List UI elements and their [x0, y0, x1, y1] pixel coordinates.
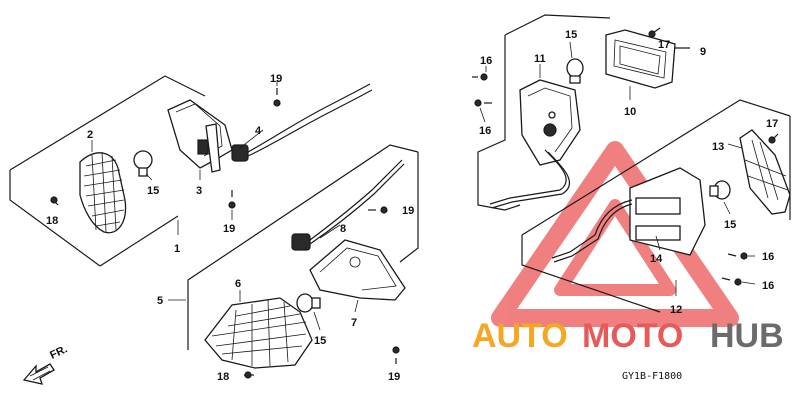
callout-12: 12 — [670, 304, 682, 316]
screw-16-a — [472, 73, 488, 81]
housing-7 — [309, 239, 406, 301]
callout-15-a: 15 — [147, 185, 159, 197]
watermark-word-hub: HUB — [710, 317, 784, 355]
screw-19-d — [392, 346, 400, 364]
callout-16-a: 16 — [480, 55, 492, 67]
frame-9 — [605, 29, 676, 89]
screw-19-b — [228, 190, 236, 209]
callout-1: 1 — [174, 243, 180, 255]
callout-17-b: 17 — [766, 118, 778, 130]
screw-19-c — [368, 206, 388, 214]
callout-8: 8 — [340, 223, 346, 235]
lens-6 — [204, 297, 313, 369]
lens-13 — [739, 129, 791, 215]
housing-3 — [167, 99, 233, 173]
callout-18-b: 18 — [217, 371, 229, 383]
callout-16-c: 16 — [762, 251, 774, 263]
callout-5: 5 — [157, 295, 163, 307]
callout-19-b: 19 — [223, 223, 235, 235]
callout-16-b: 16 — [479, 125, 491, 137]
callout-14: 14 — [650, 253, 663, 265]
callout-15-b: 15 — [314, 335, 326, 347]
screw-17-a — [648, 27, 661, 38]
bulb-15-upper — [133, 150, 153, 177]
screw-18-a — [50, 196, 59, 206]
group-rear-light-upper — [472, 14, 690, 211]
screw-19-a — [273, 88, 281, 107]
callout-18-a: 18 — [46, 215, 58, 227]
callout-15-d: 15 — [724, 219, 736, 231]
watermark-word-auto: AUTO — [472, 317, 568, 355]
screw-16-c — [727, 252, 748, 260]
direction-arrow — [22, 363, 55, 385]
callout-7: 7 — [351, 317, 357, 329]
watermark-text: AUTO MOTO HUB — [472, 317, 784, 355]
socket-wire-8 — [291, 159, 405, 251]
callout-19-d: 19 — [388, 371, 400, 383]
callout-2: 2 — [87, 129, 93, 141]
diagram-code: GY1B-F1800 — [622, 371, 682, 382]
housing-11 — [519, 79, 581, 166]
socket-wire-4 — [231, 83, 373, 162]
callout-10: 10 — [624, 106, 636, 118]
callout-labels: 1 2 3 4 5 6 7 8 9 10 11 12 13 14 15 15 1… — [46, 29, 778, 383]
callout-4: 4 — [255, 125, 262, 137]
callout-11: 11 — [534, 53, 546, 65]
group-front-turn-signal-lower — [168, 144, 419, 379]
group-rear-light-lower — [521, 99, 791, 313]
callout-3: 3 — [196, 185, 202, 197]
callout-16-d: 16 — [762, 280, 774, 292]
bulb-15-rear-a — [566, 58, 584, 84]
group-front-turn-signal-upper — [9, 75, 373, 267]
callout-19-c: 19 — [402, 205, 414, 217]
reflector-14 — [629, 167, 706, 256]
screw-16-d — [721, 277, 742, 286]
screw-16-b — [474, 99, 492, 107]
screw-18-b — [244, 371, 254, 379]
lens-2 — [79, 151, 127, 234]
callout-15-c: 15 — [565, 29, 577, 41]
callout-17-a: 17 — [658, 39, 670, 51]
direction-label: FR. — [48, 343, 69, 361]
watermark-word-moto: MOTO — [582, 317, 683, 355]
bulb-15-rear-b — [709, 180, 731, 200]
screw-17-b — [768, 133, 779, 144]
callout-13: 13 — [712, 141, 724, 153]
callout-9: 9 — [700, 46, 706, 58]
bulb-15-lower — [296, 293, 321, 313]
callout-6: 6 — [235, 278, 241, 290]
callout-19-a: 19 — [270, 73, 282, 85]
